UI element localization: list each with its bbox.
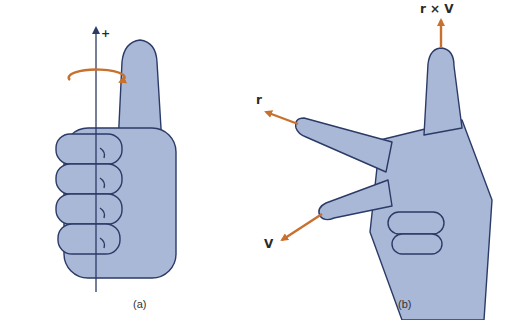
rotation-arrow <box>69 70 125 82</box>
middle-finger <box>319 180 392 220</box>
rotation-axis <box>95 28 96 292</box>
knuckle-line <box>100 148 105 248</box>
vector-label: V <box>264 238 273 250</box>
axis-sign: + <box>101 28 110 39</box>
thumb <box>424 48 462 135</box>
curled-finger <box>56 134 122 164</box>
curled-finger <box>392 234 442 254</box>
panel-label: (a) <box>133 299 146 310</box>
r-vector <box>266 112 298 124</box>
index-finger <box>296 118 392 172</box>
curled-finger <box>388 212 444 234</box>
v-vector <box>282 214 322 240</box>
curled-finger <box>56 164 122 194</box>
vector-label: r × V <box>420 3 454 15</box>
curled-finger <box>56 194 122 224</box>
curled-finger <box>58 224 120 254</box>
cross-product-vector <box>440 20 442 48</box>
panel-label: (b) <box>398 299 411 310</box>
vector-label: r <box>256 94 262 106</box>
